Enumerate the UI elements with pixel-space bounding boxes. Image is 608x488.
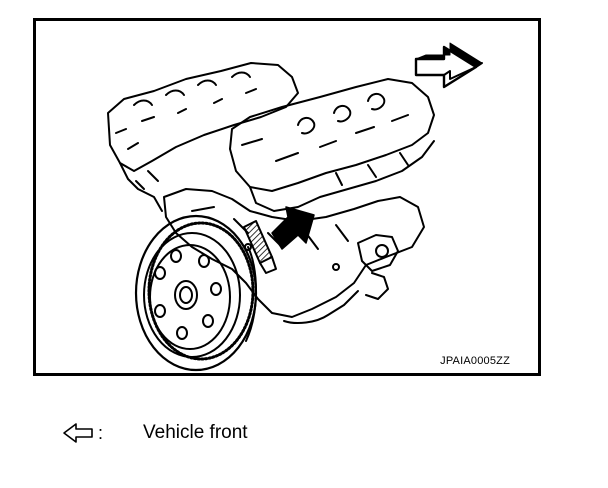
left-cylinder-head bbox=[107, 62, 299, 212]
legend: : Vehicle front bbox=[62, 418, 248, 448]
engine-block bbox=[163, 188, 425, 324]
drive-plate bbox=[134, 214, 258, 372]
legend-separator: : bbox=[98, 422, 104, 443]
right-cylinder-head bbox=[229, 78, 435, 212]
legend-text: Vehicle front bbox=[143, 422, 248, 443]
vehicle-front-arrow-icon bbox=[414, 42, 483, 89]
figure-frame: JPAIA0005ZZ bbox=[33, 18, 541, 376]
figure-code: JPAIA0005ZZ bbox=[440, 355, 510, 367]
location-indicator-arrow-icon bbox=[271, 206, 315, 250]
engine-illustration bbox=[107, 42, 483, 372]
outline-arrow-left-icon bbox=[63, 423, 93, 443]
crankshaft-position-sensor bbox=[243, 220, 277, 274]
